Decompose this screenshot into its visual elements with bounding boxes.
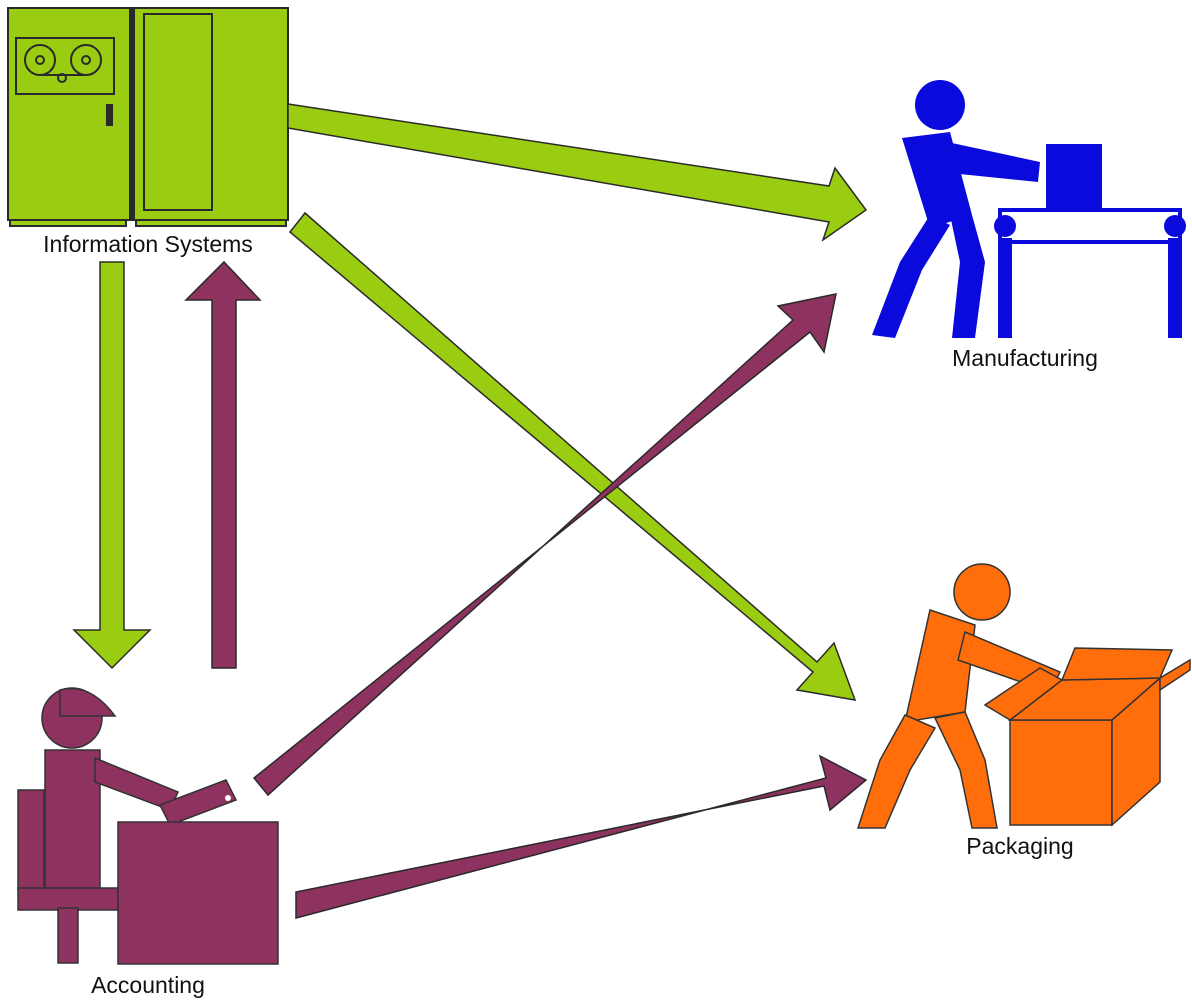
- accounting-node: Accounting: [17, 687, 279, 998]
- mainframe-computer-icon: [7, 7, 289, 227]
- packaging-label: Packaging: [966, 833, 1073, 859]
- information-systems-label: Information Systems: [43, 231, 253, 257]
- factory-worker-icon: [872, 80, 1186, 338]
- accounting-label: Accounting: [91, 972, 205, 998]
- arrow-is-to-accounting: [72, 261, 152, 670]
- arrow-accounting-to-packaging: [295, 754, 868, 919]
- packer-worker-icon: [856, 563, 1191, 829]
- manufacturing-label: Manufacturing: [952, 345, 1098, 371]
- manufacturing-node: Manufacturing: [872, 80, 1186, 371]
- arrow-is-to-manufacturing: [287, 103, 868, 242]
- information-systems-node: Information Systems: [7, 7, 289, 257]
- arrow-is-to-packaging: [288, 211, 857, 701]
- accountant-at-desk-icon: [17, 687, 279, 965]
- packaging-node: Packaging: [856, 563, 1191, 859]
- arrow-accounting-to-manufacturing: [252, 293, 837, 797]
- arrow-accounting-to-is: [184, 260, 262, 669]
